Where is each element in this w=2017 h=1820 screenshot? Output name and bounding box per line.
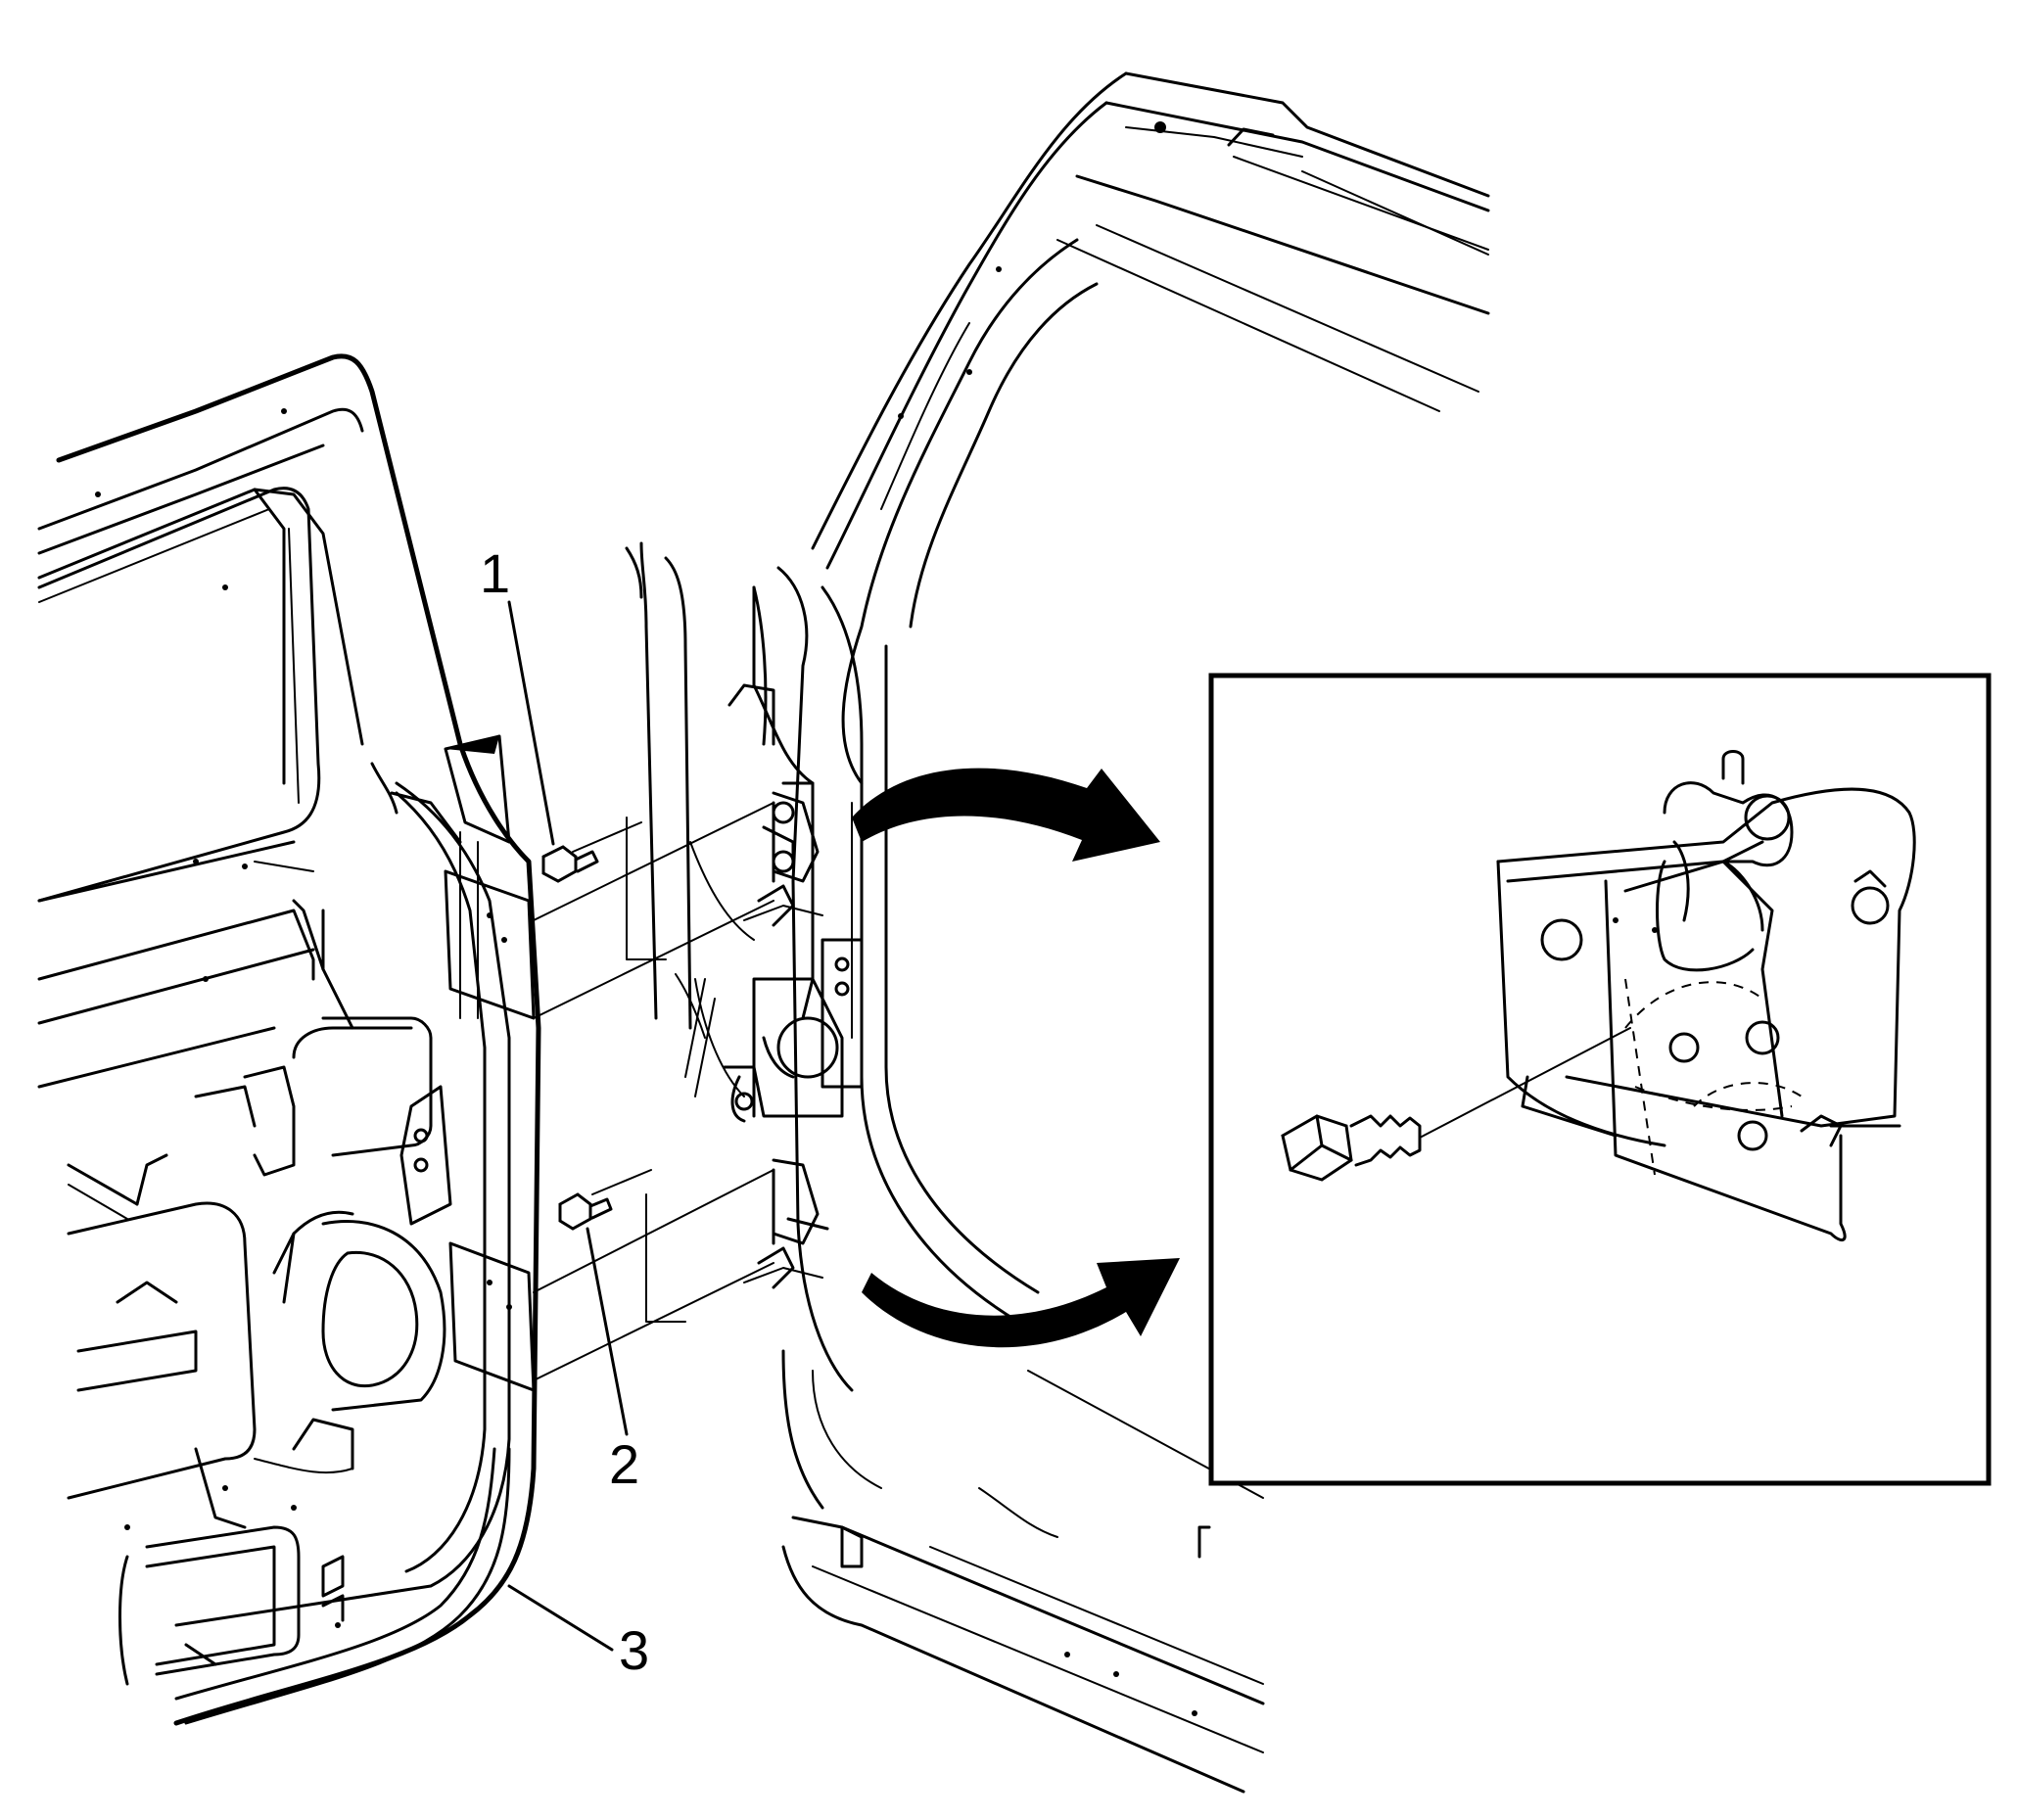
- vehicle-body-opening: [752, 71, 1490, 1794]
- alignment-guides: [533, 802, 774, 1381]
- callout-label: 3: [619, 1619, 649, 1681]
- hinge-bolt-icon: [541, 845, 613, 1231]
- hinge-bolt-icon: [1281, 1027, 1631, 1182]
- inset-frame: [1208, 673, 1992, 1486]
- callout-label: 2: [609, 1433, 639, 1495]
- door: [37, 353, 541, 1726]
- inset-detail: [1208, 673, 1992, 1486]
- callout-3: 3: [507, 1584, 649, 1681]
- callout-2: 2: [586, 1227, 639, 1495]
- curved-arrow-icon: [852, 768, 1180, 1348]
- door-hinge-icon: [1496, 750, 1916, 1241]
- callout-label: 1: [480, 542, 510, 604]
- body-hinge-brackets: [625, 541, 864, 1289]
- callout-1: 1: [480, 542, 555, 846]
